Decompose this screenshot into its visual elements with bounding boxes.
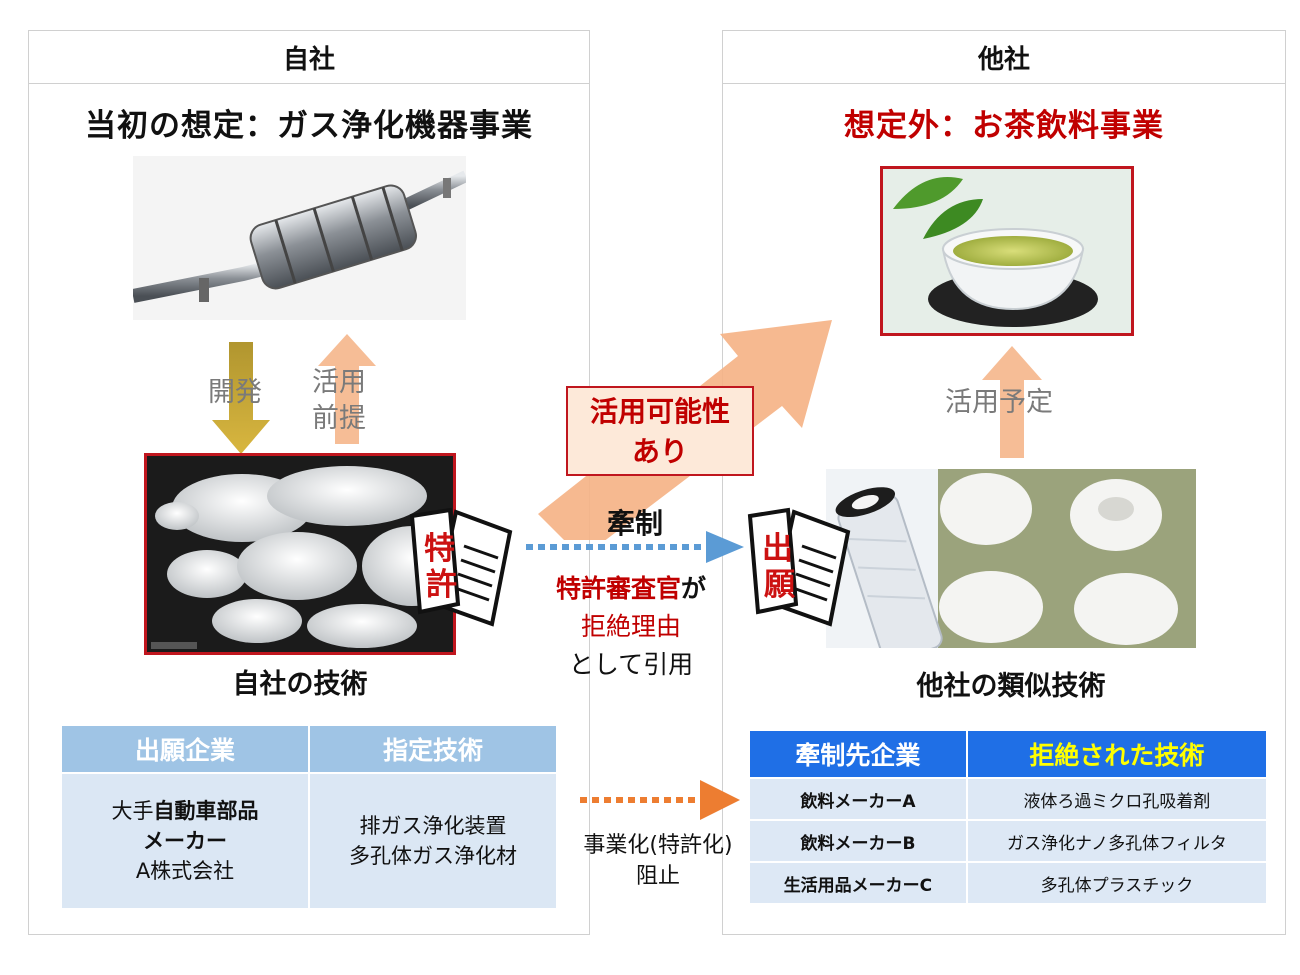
unexpected-business-title: 想定外：お茶飲料事業 xyxy=(844,108,1164,144)
applicant-table-header: 出願企業 指定技術 xyxy=(62,726,556,772)
rejected-tech-cell: 液体ろ過ミクロ孔吸着剤 xyxy=(967,779,1266,819)
application-document-icon: 出 願 xyxy=(744,500,862,632)
similar-technology-image xyxy=(826,469,1196,648)
block-line-1: 事業化(特許化) xyxy=(583,833,733,858)
similar-technology-label: 他社の類似技術 xyxy=(916,671,1106,702)
examiner-text: 特許審査官が 拒絶理由 として引用 xyxy=(520,570,742,684)
planned-use-label: 活用予定 xyxy=(945,387,1053,418)
restrained-company-cell: 飲料メーカーA xyxy=(750,779,966,819)
applicant-table: 出願企業 指定技術 大手自動車部品 メーカー A株式会社 排ガス浄化装置 多孔体… xyxy=(60,724,558,910)
restrained-company-cell: 生活用品メーカーC xyxy=(750,863,966,903)
cited-line: として引用 xyxy=(568,650,694,679)
restraint-label: 牽制 xyxy=(606,507,663,540)
use-premise-label-2: 前提 xyxy=(312,403,366,434)
patent-document-icon: 特 許 xyxy=(406,500,524,632)
other-company-panel: 他社 xyxy=(722,30,1286,935)
table-row: 飲料メーカーA 液体ろ過ミクロ孔吸着剤 xyxy=(750,779,1266,819)
green-tea-image xyxy=(880,166,1134,336)
rejection-reason-line: 拒絶理由 xyxy=(580,612,681,641)
use-premise-arrow-up-icon xyxy=(318,334,376,444)
other-company-header: 他社 xyxy=(723,31,1285,84)
rejected-tech-cell: ガス浄化ナノ多孔体フィルタ xyxy=(967,821,1266,861)
applicant-table-row: 大手自動車部品 メーカー A株式会社 排ガス浄化装置 多孔体ガス浄化材 xyxy=(62,774,556,908)
table-row: 飲料メーカーB ガス浄化ナノ多孔体フィルタ xyxy=(750,821,1266,861)
table-row: 生活用品メーカーC 多孔体プラスチック xyxy=(750,863,1266,903)
restrained-table-header: 牽制先企業 拒絶された技術 xyxy=(750,731,1266,777)
block-text: 事業化(特許化) 阻止 xyxy=(560,830,756,892)
gas-purifier-image xyxy=(133,156,466,320)
possibility-line-1: 活用可能性 xyxy=(589,395,730,428)
develop-arrow-down-icon xyxy=(212,342,270,454)
use-premise-label-1: 活用 xyxy=(312,367,366,398)
examiner-line: 特許審査官が xyxy=(555,574,707,603)
restrained-company-header: 牽制先企業 xyxy=(750,731,966,777)
restraint-dotted-arrow-icon xyxy=(526,531,744,563)
own-technology-image xyxy=(144,453,456,655)
applicant-company-cell: 大手自動車部品 メーカー A株式会社 xyxy=(62,774,308,908)
tech-line-1: 排ガス浄化装置 xyxy=(359,814,507,838)
own-technology-label: 自社の技術 xyxy=(232,669,368,700)
possibility-line-2: あり xyxy=(631,435,688,468)
develop-label: 開発 xyxy=(208,377,262,408)
rejected-tech-header: 拒絶された技術 xyxy=(967,731,1266,777)
block-line-2: 阻止 xyxy=(635,864,680,889)
applicant-company-header: 出願企業 xyxy=(62,726,308,772)
restrained-companies-table: 牽制先企業 拒絶された技術 飲料メーカーA 液体ろ過ミクロ孔吸着剤 飲料メーカー… xyxy=(748,729,1268,905)
block-dotted-arrow-icon xyxy=(580,780,740,820)
patent-char-1: 特 xyxy=(424,531,455,567)
designated-tech-header: 指定技術 xyxy=(310,726,556,772)
company-line-1: 大手自動車部品 xyxy=(111,799,259,823)
initial-assumption-title: 当初の想定：ガス浄化機器事業 xyxy=(85,108,533,144)
company-line-2: メーカー xyxy=(143,829,227,853)
tech-line-2: 多孔体ガス浄化材 xyxy=(349,844,517,868)
own-company-header: 自社 xyxy=(29,31,589,84)
designated-tech-cell: 排ガス浄化装置 多孔体ガス浄化材 xyxy=(310,774,556,908)
rejected-tech-cell: 多孔体プラスチック xyxy=(967,863,1266,903)
restrained-company-cell: 飲料メーカーB xyxy=(750,821,966,861)
company-line-3: A株式会社 xyxy=(135,859,235,883)
patent-char-2: 許 xyxy=(426,567,457,603)
possibility-box: 活用可能性 あり xyxy=(566,386,754,476)
planned-use-arrow-up-icon xyxy=(982,346,1042,458)
application-char-2: 願 xyxy=(764,567,795,603)
application-char-1: 出 xyxy=(762,531,793,567)
